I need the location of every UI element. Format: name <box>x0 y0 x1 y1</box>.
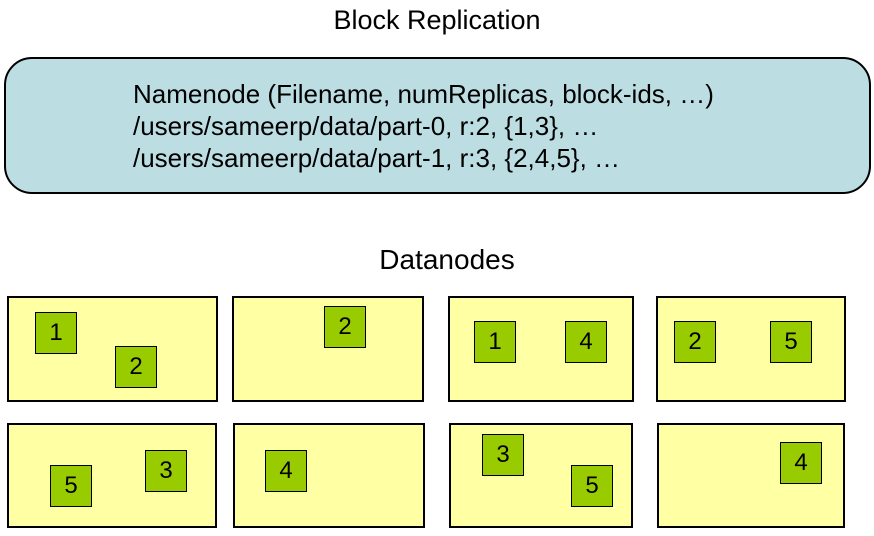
datanode-8: 4 <box>657 423 845 528</box>
block-5: 5 <box>770 321 812 363</box>
block-2: 2 <box>324 306 366 348</box>
block-4: 4 <box>265 450 307 492</box>
diagram-title: Block Replication <box>333 5 541 35</box>
namenode-line-part0: /users/sameerp/data/part-0, r:2, {1,3}, … <box>133 111 599 141</box>
datanodes-label: Datanodes <box>379 244 515 275</box>
block-5: 5 <box>50 465 92 507</box>
block-5: 5 <box>571 465 613 507</box>
block-4: 4 <box>565 321 607 363</box>
block-2: 2 <box>115 346 157 388</box>
namenode-line-part1: /users/sameerp/data/part-1, r:3, {2,4,5}… <box>133 143 621 173</box>
block-3: 3 <box>482 434 524 476</box>
namenode-line-header: Namenode (Filename, numReplicas, block-i… <box>133 79 714 109</box>
datanode-6: 4 <box>233 423 425 528</box>
block-1: 1 <box>474 321 516 363</box>
block-4: 4 <box>780 442 822 484</box>
block-2: 2 <box>674 321 716 363</box>
block-1: 1 <box>35 312 77 354</box>
datanode-2: 2 <box>232 296 424 402</box>
block-3: 3 <box>145 450 187 492</box>
namenode-text: Namenode (Filename, numReplicas, block-i… <box>133 78 714 174</box>
namenode-box: Namenode (Filename, numReplicas, block-i… <box>4 57 871 194</box>
